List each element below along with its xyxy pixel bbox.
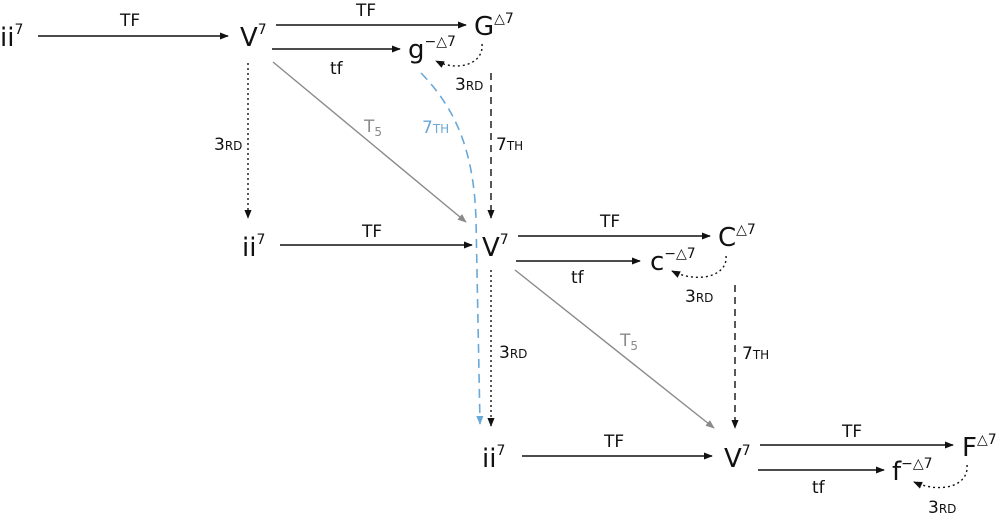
label-number: 3 [214, 135, 225, 155]
arrow-V-mid-to-V-bot-T5 [514, 269, 715, 429]
node-C-mid: C△7 [718, 222, 756, 253]
arrow-F-to-f-bot [913, 464, 968, 489]
label-suffix: RD [939, 502, 957, 516]
label-3rd-top-G-g: 3RD [455, 75, 483, 95]
node-sup: −△7 [664, 246, 695, 262]
node-c-mid: c−△7 [650, 246, 696, 277]
label-TF-top-V-G: TF [355, 1, 376, 21]
node-base: V [240, 23, 258, 53]
label-number: 3 [685, 287, 696, 307]
label-7th-blue: 7TH [422, 118, 449, 138]
node-base: g [408, 35, 425, 65]
arrow-G-to-g-top [435, 43, 483, 68]
label-T5-top: T5 [363, 117, 382, 139]
node-base: ii [242, 233, 256, 263]
node-V-top: V7 [240, 22, 267, 53]
label-TF-bot-ii-V: TF [603, 432, 624, 452]
label-tf-mid: tf [571, 268, 585, 288]
node-sup: −△7 [901, 456, 932, 472]
label-suffix: TH [432, 122, 449, 136]
label-T-sub: 5 [630, 339, 638, 353]
node-base: C [718, 223, 736, 253]
label-T5-mid: T5 [619, 331, 638, 353]
label-7th-top-G-V: 7TH [496, 135, 523, 155]
node-sup: 7 [258, 22, 267, 38]
label-number: 3 [499, 343, 510, 363]
label-tf-top: tf [330, 59, 344, 79]
label-suffix: TH [752, 348, 769, 362]
node-G-top: G△7 [474, 11, 514, 42]
label-TF-top-ii-V: TF [119, 11, 140, 31]
node-ii-bot: ii7 [482, 443, 505, 474]
node-ii-top: ii7 [0, 22, 23, 53]
node-sup: −△7 [425, 34, 456, 50]
label-suffix: RD [696, 291, 714, 305]
arrow-V-top-to-V-mid-T5 [272, 61, 467, 223]
node-sup: 7 [256, 232, 265, 248]
node-base: F [962, 433, 977, 463]
label-TF-mid-ii-V: TF [361, 222, 382, 242]
node-sup: △7 [977, 432, 997, 448]
label-3rd-mid-V-ii: 3RD [499, 343, 527, 363]
node-g-top: g−△7 [408, 34, 456, 65]
node-base: f [892, 457, 902, 487]
arrow-g-top-to-ii-bot-blue [420, 72, 484, 425]
node-sup: 7 [496, 443, 505, 459]
node-base: ii [0, 23, 14, 53]
label-suffix: RD [510, 347, 528, 361]
label-T: T [363, 117, 375, 137]
node-base: ii [482, 444, 496, 474]
label-T: T [619, 331, 631, 351]
node-sup: △7 [736, 222, 756, 238]
label-number: 7 [496, 135, 507, 155]
label-3rd-top-V-ii: 3RD [214, 135, 242, 155]
node-sup: 7 [14, 22, 23, 38]
arrow-C-to-c-mid [671, 255, 727, 279]
node-base: V [482, 233, 500, 263]
label-3rd-mid-C-c: 3RD [685, 287, 713, 307]
label-number: 3 [928, 498, 939, 518]
label-number: 7 [422, 118, 433, 138]
label-number: 7 [742, 344, 753, 364]
node-sup: 7 [500, 232, 509, 248]
node-base: V [724, 444, 742, 474]
node-base: c [650, 247, 664, 277]
node-F-bot: F△7 [962, 432, 997, 463]
node-base: G [474, 12, 494, 42]
node-V-mid: V7 [482, 232, 509, 263]
label-TF-bot-V-F: TF [841, 422, 862, 442]
node-ii-mid: ii7 [242, 232, 265, 263]
node-V-bot: V7 [724, 443, 751, 474]
label-number: 3 [455, 75, 466, 95]
label-tf-bot: tf [812, 478, 826, 498]
node-f-bot: f−△7 [892, 456, 933, 487]
label-TF-mid-V-C: TF [599, 212, 620, 232]
label-3rd-bot-F-f: 3RD [928, 498, 956, 518]
label-suffix: RD [466, 79, 484, 93]
label-T-sub: 5 [374, 125, 382, 139]
node-sup: △7 [494, 11, 514, 27]
label-suffix: RD [225, 139, 243, 153]
node-sup: 7 [742, 443, 751, 459]
label-7th-mid-C-V: 7TH [742, 344, 769, 364]
label-suffix: TH [506, 139, 523, 153]
